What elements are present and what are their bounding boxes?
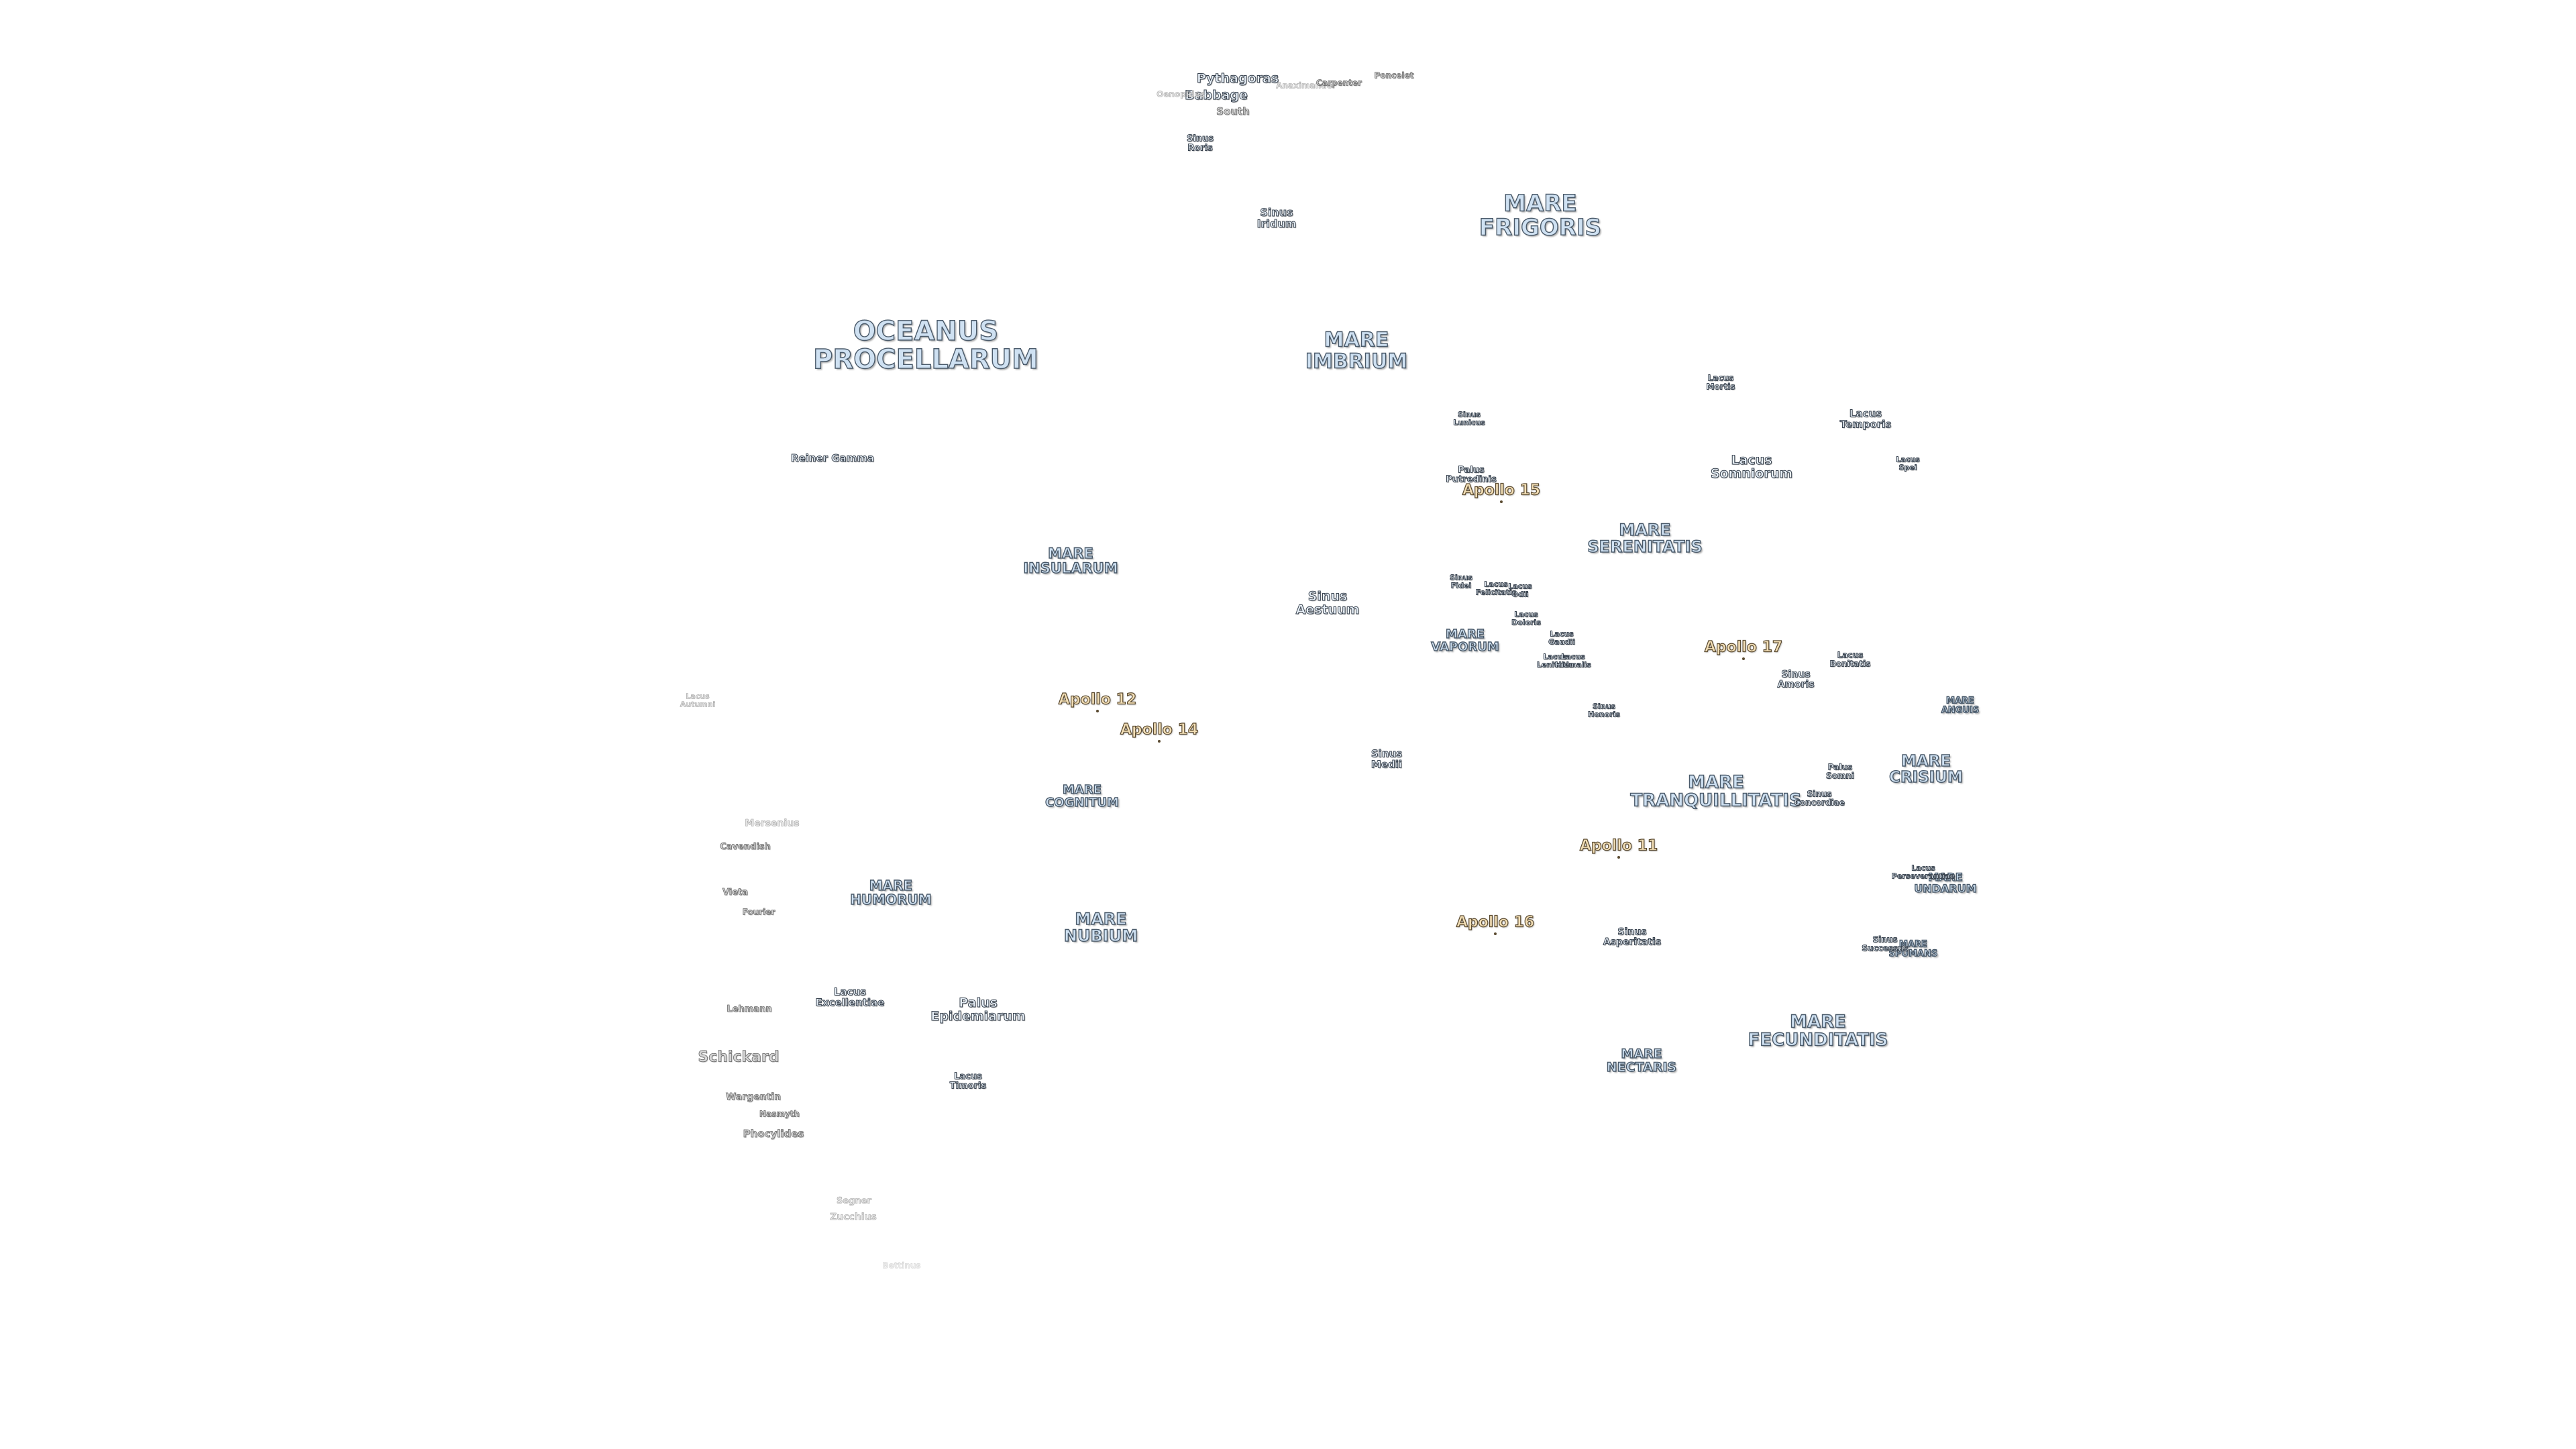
label-crater-south[interactable]: South — [1216, 105, 1250, 118]
label-lacus-timoris[interactable]: Lacus Timoris — [949, 1071, 987, 1091]
label-crater-lehmann[interactable]: Lehmann — [727, 1004, 772, 1015]
label-sinus-medii[interactable]: Sinus Medii — [1371, 747, 1403, 770]
label-apollo-17[interactable]: Apollo 17 — [1704, 639, 1783, 656]
label-mare-tranquillitatis[interactable]: MARE TRANQUILLITATIS — [1630, 772, 1803, 811]
label-crater-wargentin[interactable]: Wargentin — [725, 1091, 782, 1103]
label-crater-bettinus[interactable]: Bettinus — [882, 1260, 921, 1271]
label-apollo-12[interactable]: Apollo 12 — [1058, 691, 1137, 708]
label-lacus-lenitatis[interactable]: Lacus Lenitatis — [1536, 652, 1574, 669]
label-lacus-felicitatis[interactable]: Lacus Felicitatis — [1475, 580, 1517, 596]
label-crater-segner[interactable]: Segner — [837, 1196, 872, 1207]
apollo-12-site-marker — [1096, 710, 1099, 712]
label-crater-fourier[interactable]: Fourier — [742, 907, 775, 917]
label-crater-reiner-gamma[interactable]: Reiner Gamma — [790, 452, 875, 465]
label-crater-phocylides[interactable]: Phocylides — [743, 1128, 804, 1140]
label-crater-cavendish[interactable]: Cavendish — [720, 842, 771, 853]
label-lacus-autumni[interactable]: Lacus Autumni — [680, 692, 716, 708]
label-lacus-gaudii[interactable]: Lacus Gaudii — [1548, 629, 1576, 646]
label-mare-nubium[interactable]: MARE NUBIUM — [1063, 909, 1138, 945]
label-oceanus-procellarum[interactable]: OCEANUS PROCELLARUM — [812, 316, 1038, 375]
label-lacus-somniorum[interactable]: Lacus Somniorum — [1710, 453, 1793, 481]
label-lacus-doloris[interactable]: Lacus Doloris — [1511, 610, 1542, 627]
label-sinus-lunicus[interactable]: Sinus Lunicus — [1453, 410, 1485, 427]
label-palus-putredinis[interactable]: Palus Putredinis — [1446, 465, 1497, 484]
label-crater-oenopides[interactable]: Oenopides — [1157, 89, 1205, 99]
label-mare-crisium[interactable]: MARE CRISIUM — [1888, 752, 1963, 786]
label-crater-babbage[interactable]: Babbage — [1185, 88, 1248, 103]
label-palus-somni[interactable]: Palus Somni — [1825, 762, 1855, 780]
label-crater-mersenius[interactable]: Mersenius — [745, 818, 800, 829]
label-crater-carpenter[interactable]: Carpenter — [1316, 78, 1362, 88]
label-mare-cognitum[interactable]: MARE COGNITUM — [1044, 783, 1119, 810]
label-lacus-perseverantiae[interactable]: Lacus Perseverantiae — [1891, 863, 1955, 880]
apollo-14-site-marker — [1158, 740, 1161, 743]
label-crater-nasmyth[interactable]: Nasmyth — [759, 1109, 800, 1119]
label-mare-fecunditatis[interactable]: MARE FECUNDITATIS — [1748, 1012, 1888, 1051]
label-lacus-temporis[interactable]: Lacus Temporis — [1839, 407, 1892, 430]
label-mare-undarum[interactable]: MARE UNDARUM — [1914, 871, 1978, 895]
label-crater-schickard[interactable]: Schickard — [698, 1049, 780, 1066]
label-lacus-mortis[interactable]: Lacus Mortis — [1706, 373, 1735, 391]
label-crater-anaximander[interactable]: Anaximander — [1276, 80, 1336, 91]
apollo-16-site-marker — [1494, 932, 1497, 935]
apollo-17-site-marker — [1742, 657, 1745, 660]
label-sinus-amoris[interactable]: Sinus Amoris — [1777, 669, 1815, 690]
apollo-15-site-marker — [1500, 500, 1503, 503]
label-apollo-16[interactable]: Apollo 16 — [1456, 914, 1535, 931]
label-apollo-14[interactable]: Apollo 14 — [1120, 721, 1199, 739]
label-palus-epidemiarum[interactable]: Palus Epidemiarum — [930, 996, 1026, 1024]
label-mare-vaporum[interactable]: MARE VAPORUM — [1431, 627, 1500, 654]
label-mare-humorum[interactable]: MARE HUMORUM — [850, 877, 932, 908]
label-mare-serenitatis[interactable]: MARE SERENITATIS — [1587, 520, 1703, 556]
label-lacus-odii[interactable]: Lacus Odii — [1508, 582, 1532, 598]
label-mare-frigoris[interactable]: MARE FRIGORIS — [1479, 190, 1602, 241]
label-crater-pythagoras[interactable]: Pythagoras — [1196, 71, 1279, 87]
label-apollo-15[interactable]: Apollo 15 — [1462, 482, 1541, 499]
label-mare-nectaris[interactable]: MARE NECTARIS — [1606, 1046, 1677, 1075]
label-sinus-aestuum[interactable]: Sinus Aestuum — [1295, 589, 1360, 617]
label-mare-spumans[interactable]: MARE SPUMANS — [1888, 939, 1938, 959]
label-lacus-bonitatis[interactable]: Lacus Bonitatis — [1829, 650, 1871, 668]
label-lacus-excellentiae[interactable]: Lacus Excellentiae — [815, 985, 885, 1008]
label-sinus-concordiae[interactable]: Sinus Concordiae — [1794, 789, 1845, 807]
label-sinus-fidei[interactable]: Sinus Fidei — [1450, 573, 1473, 590]
label-sinus-roris[interactable]: Sinus Roris — [1186, 133, 1214, 153]
label-mare-anguis[interactable]: MARE ANGUIS — [1941, 696, 1980, 715]
label-crater-zucchius[interactable]: Zucchius — [830, 1212, 877, 1223]
label-sinus-successus[interactable]: Sinus Successus — [1862, 934, 1909, 953]
apollo-11-site-marker — [1617, 856, 1620, 859]
label-lacus-spei[interactable]: Lacus Spei — [1896, 455, 1920, 472]
label-crater-poncelet[interactable]: Poncelet — [1374, 70, 1414, 80]
label-sinus-asperitatis[interactable]: Sinus Asperitatis — [1603, 926, 1662, 947]
label-mare-imbrium[interactable]: MARE IMBRIUM — [1305, 328, 1408, 373]
label-crater-vieta[interactable]: Vieta — [722, 888, 749, 898]
label-mare-insularum[interactable]: MARE INSULARUM — [1023, 545, 1119, 576]
label-apollo-11[interactable]: Apollo 11 — [1579, 837, 1658, 855]
label-lacus-hiemalis[interactable]: Lacus Hiemalis — [1555, 652, 1591, 669]
label-sinus-iridum[interactable]: Sinus Iridum — [1256, 206, 1297, 230]
label-sinus-honoris[interactable]: Sinus Honoris — [1588, 702, 1621, 718]
